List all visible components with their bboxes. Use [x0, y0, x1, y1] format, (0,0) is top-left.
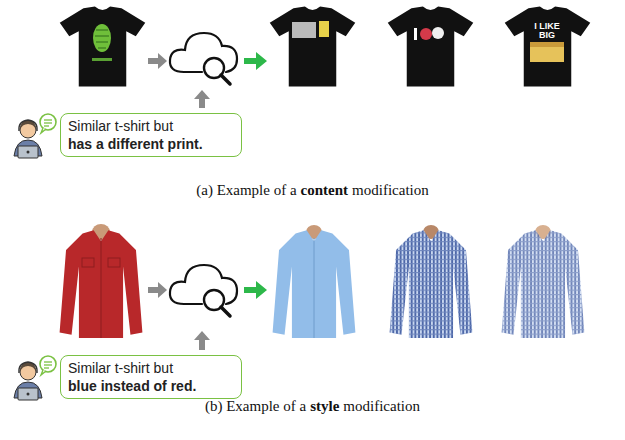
green-arrow — [244, 52, 267, 70]
result-shirt — [273, 225, 356, 338]
subfigure-caption: (a) Example of a contentmodification — [0, 182, 625, 199]
result-shirt — [502, 225, 585, 338]
gray-arrow — [148, 282, 167, 298]
result-tshirt — [388, 7, 474, 87]
subfigure-caption: (b) Example of astylemodification — [0, 398, 625, 415]
result-shirt — [390, 225, 473, 338]
query-box: Similar t-shirt butblue instead of red. — [60, 355, 242, 399]
query-box: Similar t-shirt buthas a different print… — [60, 113, 242, 157]
green-arrow — [244, 281, 267, 299]
shirt-print-text: I LIKE BIG — [528, 22, 566, 40]
gray-arrow — [148, 53, 167, 69]
user-icon — [14, 114, 56, 158]
query-shirt — [60, 224, 143, 338]
query-text: blue instead of red. — [68, 377, 234, 395]
result-tshirt — [505, 7, 591, 87]
caption-text: modification — [343, 398, 420, 414]
search-cloud — [170, 33, 237, 84]
search-cloud — [170, 265, 237, 316]
gray-arrow-up — [194, 90, 210, 108]
query-text: has a different print. — [68, 135, 234, 153]
result-tshirt — [270, 7, 356, 87]
query-tshirt — [60, 7, 146, 87]
query-text: Similar t-shirt but — [68, 117, 234, 135]
caption-emphasis: content — [301, 182, 349, 198]
gray-arrow-up — [194, 331, 210, 350]
caption-text: modification — [352, 182, 429, 198]
query-text: Similar t-shirt but — [68, 359, 234, 377]
caption-text: (b) Example of a — [205, 398, 306, 414]
caption-text: (a) Example of a — [196, 182, 296, 198]
user-icon — [14, 356, 56, 400]
shirt-print: I LIKE BIG — [528, 22, 566, 40]
caption-emphasis: style — [310, 398, 339, 414]
